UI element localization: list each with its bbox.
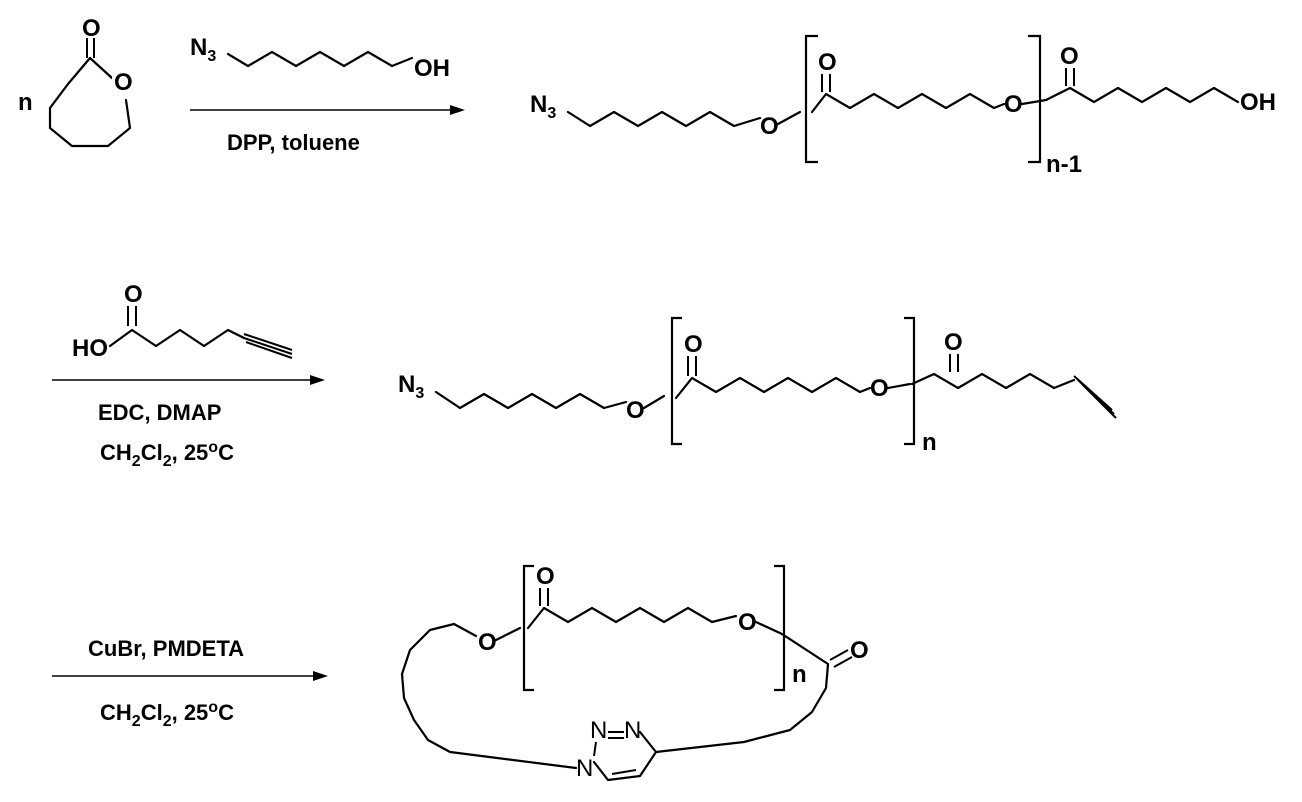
product1-link-o: O: [760, 113, 779, 140]
step1-condition: DPP, toluene: [227, 130, 360, 155]
product1-repeat-count: n-1: [1046, 151, 1082, 178]
step3-condition-line2: CH2Cl2, 25oC: [100, 699, 234, 730]
step3-condition-line1: CuBr, PMDETA: [88, 636, 244, 661]
initiator-azidohexanol: N3 OH: [190, 34, 450, 82]
step3: CuBr, PMDETA CH2Cl2, 25oC O O O n O: [52, 563, 869, 782]
initiator-oh: OH: [414, 55, 450, 82]
reagent-ho: HO: [72, 335, 108, 362]
step1: n O O N3 OH DPP, toluene N3 O: [18, 15, 1276, 178]
triazole-n1: N: [576, 755, 593, 782]
monomer-ring-o: O: [114, 69, 133, 96]
initiator-n3: N3: [190, 34, 216, 65]
product1-end-oh: OH: [1240, 89, 1276, 116]
product3-link-o: O: [478, 629, 497, 656]
product1-end-carbonyl-o: O: [1060, 43, 1079, 70]
triazole-n3: N: [624, 717, 641, 744]
product1-repeat-carbonyl-o: O: [818, 49, 837, 76]
product2-link-o: O: [626, 397, 645, 424]
reagent-hexynoic-acid: O HO: [72, 281, 293, 362]
step2: O HO EDC, DMAP CH2Cl2, 25oC N3 O O O: [52, 281, 1117, 470]
triazole-n2: N: [590, 717, 607, 744]
product2-end-carbonyl-o: O: [944, 329, 963, 356]
product3-repeat-carbonyl-o: O: [536, 563, 555, 590]
product3-end-carbonyl-o: O: [850, 637, 869, 664]
svg-text:N3: N3: [530, 91, 556, 122]
product-2-azide-pcl-alkyne: N3 O O O n O: [398, 316, 1117, 456]
reagent-carbonyl-o: O: [124, 281, 143, 308]
product3-repeat-count: n: [792, 661, 807, 688]
caprolactone-monomer: n O O: [18, 15, 134, 148]
product2-repeat-carbonyl-o: O: [684, 331, 703, 358]
product-1-azido-pcl-oh: N3 O O O n-1 O OH: [530, 34, 1276, 178]
step2-condition-line2: CH2Cl2, 25oC: [100, 439, 234, 470]
monomer-coefficient: n: [18, 89, 33, 116]
svg-text:N3: N3: [398, 371, 424, 402]
product2-repeat-o: O: [870, 375, 889, 402]
step2-condition-line1: EDC, DMAP: [98, 400, 221, 425]
product3-repeat-o: O: [738, 609, 757, 636]
product-3-cyclic-pcl: O O O n O N N N: [400, 563, 869, 782]
product2-repeat-count: n: [922, 429, 937, 456]
monomer-carbonyl-o: O: [82, 15, 101, 42]
product1-repeat-o: O: [1004, 91, 1023, 118]
